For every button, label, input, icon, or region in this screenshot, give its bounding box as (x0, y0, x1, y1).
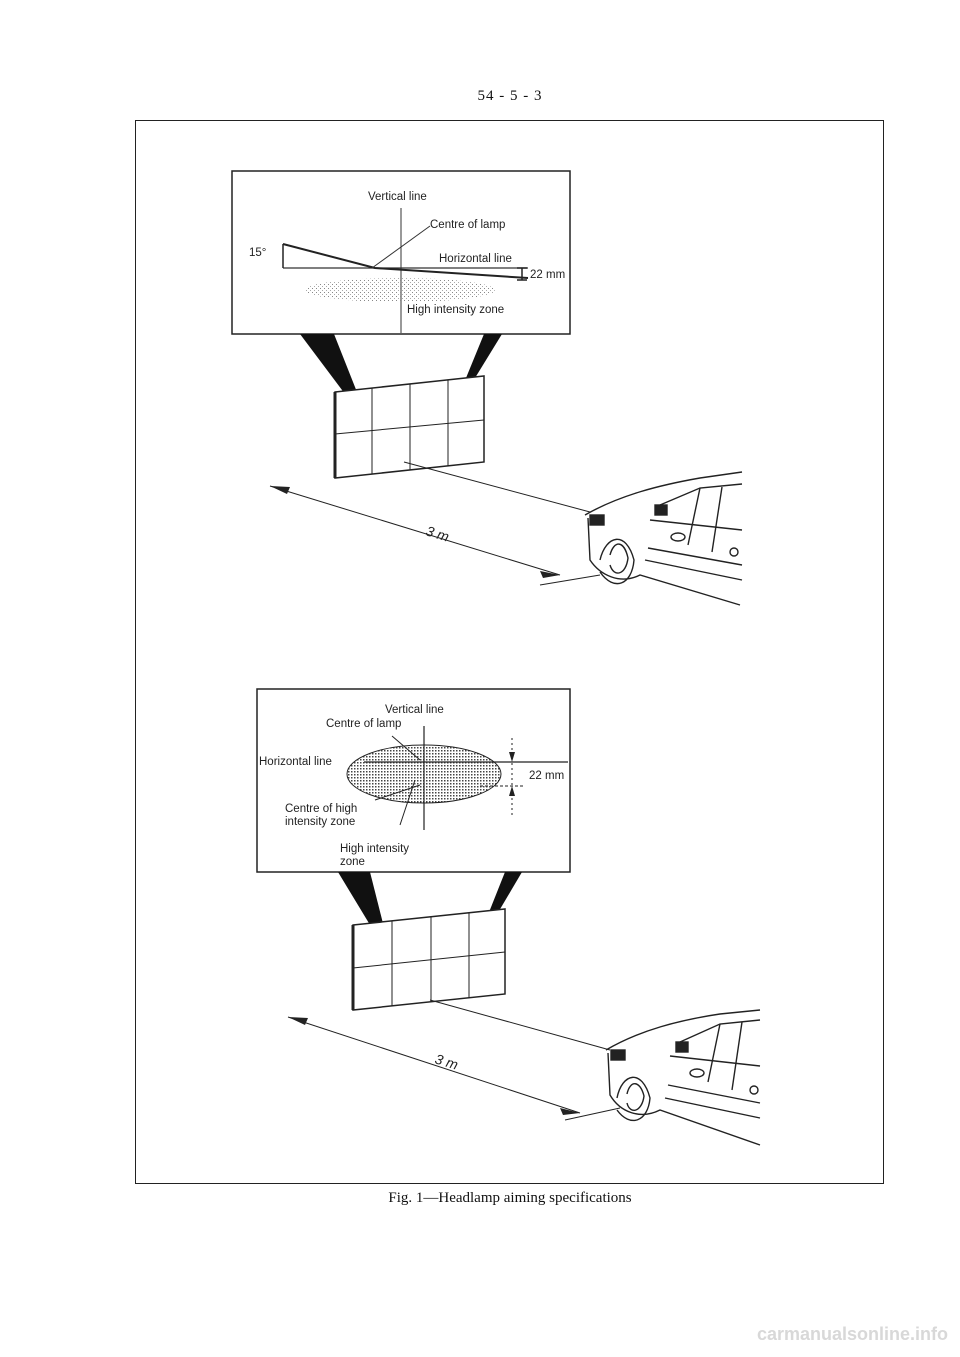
top-horizontal-line-label: Horizontal line (439, 253, 512, 265)
top-vertical-line-label: Vertical line (368, 191, 427, 203)
figure-caption: Fig. 1—Headlamp aiming specifications (388, 1190, 632, 1206)
top-offset-label: 22 mm (530, 269, 565, 281)
top-distance-line (269, 485, 561, 576)
page-number: 54 - 5 - 3 (477, 88, 543, 104)
top-centre-leader (371, 225, 431, 269)
bottom-centre-of-high-label: Centre of high (285, 803, 357, 815)
top-high-intensity-speckle (305, 278, 495, 302)
bottom-car (605, 1009, 761, 1146)
top-centre-of-lamp-label: Centre of lamp (430, 219, 505, 231)
bottom-distance-line (287, 1016, 581, 1114)
watermark: carmanualsonline.info (756, 1324, 948, 1344)
bottom-vertical-line-label: Vertical line (385, 704, 444, 716)
top-high-intensity-label: High intensity zone (407, 304, 504, 316)
top-cutoff-line (282, 243, 529, 279)
figure-frame (135, 120, 884, 1184)
top-distance-label: 3 m (424, 523, 451, 545)
bottom-distance-label: 3 m (433, 1051, 460, 1073)
bottom-offset-label: 22 mm (529, 770, 564, 782)
bottom-intensity-zone-label: intensity zone (285, 816, 355, 828)
top-angle-label: 15° (249, 247, 266, 259)
bottom-zone-label: zone (340, 856, 365, 868)
top-car (584, 471, 743, 606)
bottom-high-intensity-label: High intensity (340, 843, 409, 855)
bottom-horizontal-line-label: Horizontal line (259, 756, 332, 768)
top-diagram: Vertical line Centre of lamp 15° Horizon… (231, 170, 743, 606)
bottom-centre-of-lamp-label: Centre of lamp (326, 718, 401, 730)
bottom-diagram: Vertical line Centre of lamp Horizontal … (256, 688, 761, 1146)
